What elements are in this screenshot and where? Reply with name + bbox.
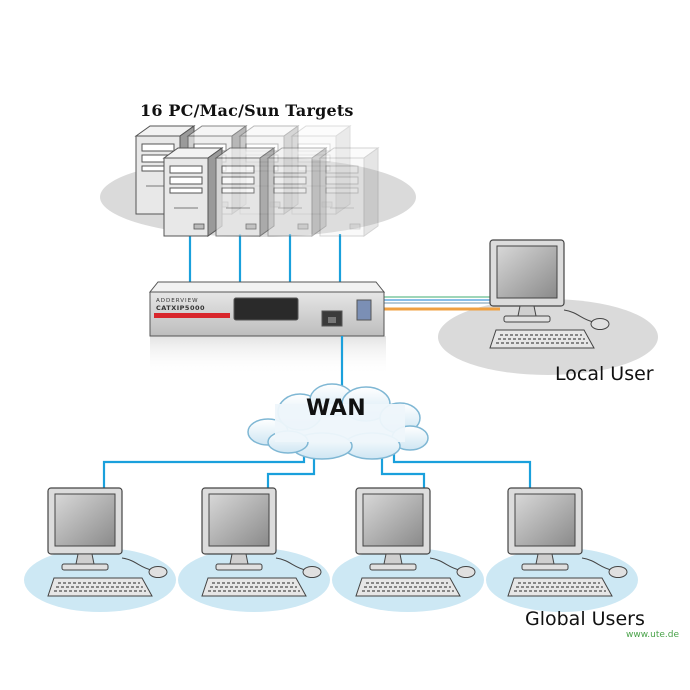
- watermark: www.ute.de: [626, 630, 679, 640]
- device-side-port-icon: [356, 299, 372, 321]
- device-display-slot: [233, 297, 299, 321]
- target-computer-icon: [215, 147, 275, 237]
- wan-label: WAN: [306, 396, 367, 421]
- device-reflection: [150, 336, 386, 376]
- local-user-label: Local User: [555, 363, 654, 385]
- target-computer-icon: [267, 147, 327, 237]
- device-red-stripe: [154, 313, 230, 318]
- target-computer-icon: [319, 147, 379, 237]
- global-users-label: Global Users: [525, 608, 645, 630]
- target-computer-icon: [163, 147, 223, 237]
- kvm-device: ADDERVIEW CATXIP5000: [148, 281, 386, 337]
- local-cables: [383, 296, 500, 311]
- target-links: [188, 234, 342, 282]
- device-brand-text: ADDERVIEW: [156, 298, 199, 304]
- targets-title: 16 PC/Mac/Sun Targets: [140, 101, 354, 120]
- device-model-text: CATXIP5000: [156, 304, 205, 312]
